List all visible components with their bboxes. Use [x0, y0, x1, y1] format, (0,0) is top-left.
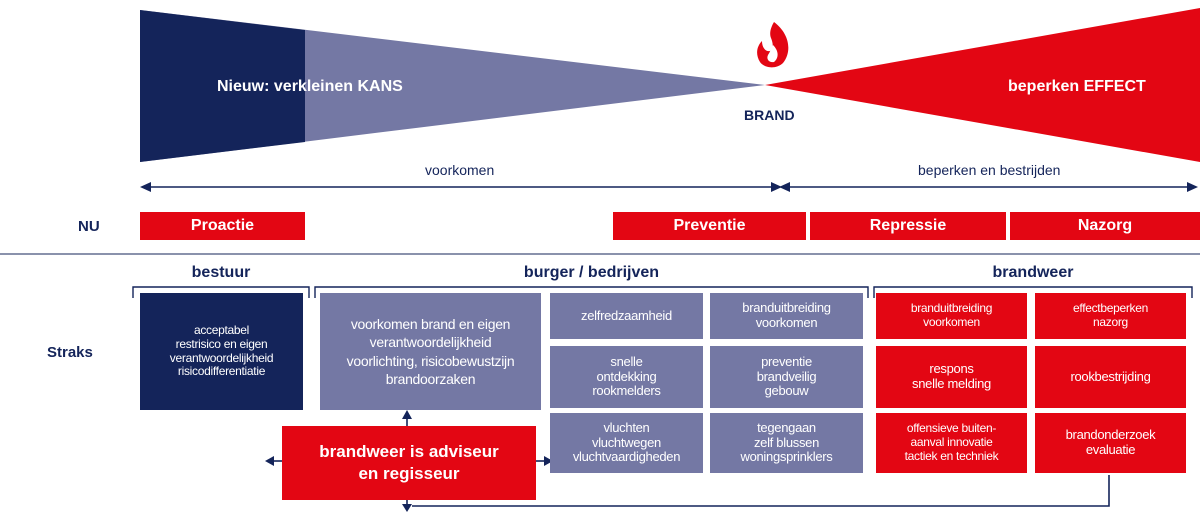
burger-main-box: voorkomen brand en eigen verantwoordelij… — [320, 293, 541, 410]
brandweer-offensieve-buitenaanval: offensieve buiten- aanval innovatie tact… — [876, 413, 1027, 473]
bestrijden-arrow — [779, 182, 1198, 192]
kans-label: Nieuw: verkleinen KANS — [217, 78, 403, 95]
straks-row-label: Straks — [47, 344, 93, 361]
phase-nazorg: Nazorg — [1010, 212, 1200, 240]
kans-triangle-dark — [140, 10, 305, 162]
burger-preventie: preventie brandveilig gebouw — [710, 346, 863, 408]
brand-label: BRAND — [744, 107, 795, 123]
flame-icon — [757, 22, 789, 68]
burger-snelle-ontdekking: snelle ontdekking rookmelders — [550, 346, 703, 408]
brandweer-branduitbreiding: branduitbreiding voorkomen — [876, 293, 1027, 339]
effect-label: beperken EFFECT — [1008, 78, 1146, 95]
bestrijden-label: beperken en bestrijden — [918, 162, 1061, 178]
adviseur-regisseur-box: brandweer is adviseur en regisseur — [282, 426, 536, 500]
phase-repressie: Repressie — [810, 212, 1006, 240]
burger-branduitbreiding: branduitbreiding voorkomen — [710, 293, 863, 339]
group-bestuur: bestuur — [191, 264, 251, 281]
brandweer-brandonderzoek: brandonderzoek evaluatie — [1035, 413, 1186, 473]
nu-row-label: NU — [78, 218, 100, 235]
brandweer-effectbeperken: effectbeperken nazorg — [1035, 293, 1186, 339]
voorkomen-arrow — [140, 182, 782, 192]
burger-vluchten: vluchten vluchtwegen vluchtvaardigheden — [550, 413, 703, 473]
voorkomen-label: voorkomen — [425, 162, 495, 178]
phase-proactie: Proactie — [140, 212, 305, 240]
group-burger-bedrijven: burger / bedrijven — [523, 264, 660, 281]
effect-triangle — [765, 8, 1200, 162]
brandweer-rookbestrijding: rookbestrijding — [1035, 346, 1186, 408]
phase-preventie: Preventie — [613, 212, 806, 240]
connector-lines — [265, 410, 1110, 512]
group-brandweer: brandweer — [992, 264, 1074, 281]
group-brackets — [132, 286, 1193, 298]
burger-zelfredzaamheid: zelfredzaamheid — [550, 293, 703, 339]
bestuur-box: acceptabel restrisico en eigen verantwoo… — [140, 293, 303, 410]
burger-tegengaan: tegengaan zelf blussen woningsprinklers — [710, 413, 863, 473]
brandweer-respons: respons snelle melding — [876, 346, 1027, 408]
